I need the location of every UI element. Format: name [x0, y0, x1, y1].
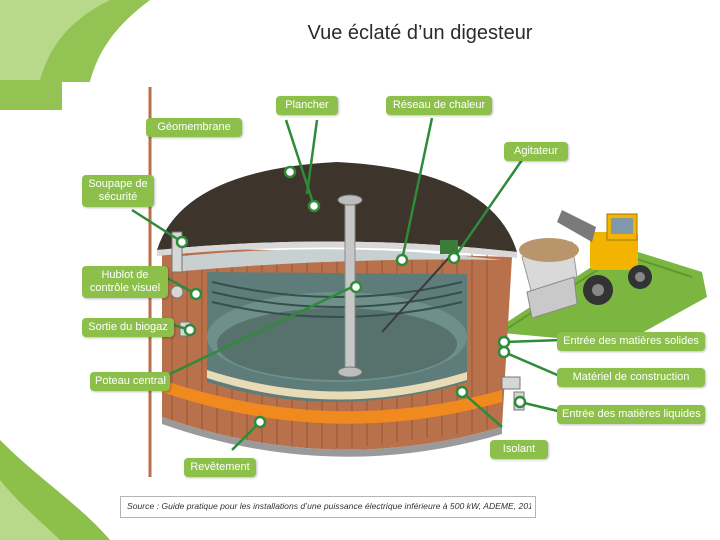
label-soupape-securite: Soupape de sécurité: [82, 175, 154, 207]
label-sortie-biogaz: Sortie du biogaz: [82, 318, 174, 337]
label-agitateur: Agitateur: [504, 142, 568, 161]
label-entree-solides: Entrée des matières solides: [557, 332, 705, 351]
label-geomembrane: Géomembrane: [146, 118, 242, 137]
label-hublot: Hublot de contrôle visuel: [82, 266, 168, 298]
label-entree-liquides: Entrée des matières liquides: [557, 405, 705, 424]
label-plancher: Plancher: [276, 96, 338, 115]
label-isolant: Isolant: [490, 440, 548, 459]
label-poteau-central: Poteau central: [90, 372, 170, 391]
source-citation: Source : Guide pratique pour les install…: [127, 501, 531, 511]
label-materiau-construction: Matériel de construction: [557, 368, 705, 387]
label-revetement: Revêtement: [184, 458, 256, 477]
source-citation-box: Source : Guide pratique pour les install…: [120, 496, 536, 518]
label-reseau-chaleur: Réseau de chaleur: [386, 96, 492, 115]
slide-title: Vue éclaté d’un digesteur: [230, 22, 610, 45]
